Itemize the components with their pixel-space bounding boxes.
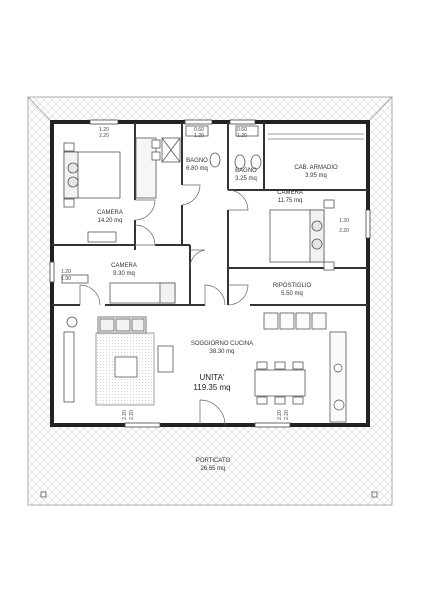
svg-text:2.20: 2.20 (99, 133, 109, 139)
window-tag-south-left: 2.20 2.20 (122, 410, 135, 420)
porch-corner-marker-left (40, 491, 47, 498)
bed-camera-3 (61, 274, 176, 304)
svg-text:1.90: 1.90 (61, 276, 71, 282)
bed-camera-2 (269, 199, 335, 271)
room-area-camera-1: 14.20 mq (97, 218, 122, 224)
sofa (97, 316, 147, 334)
svg-text:2.20: 2.20 (122, 410, 128, 420)
bathroom-1-fixtures (151, 125, 221, 168)
bed-camera-1 (63, 142, 121, 208)
svg-text:1.20: 1.20 (194, 133, 204, 139)
room-area-cab-armadio: 3.95 mq (305, 173, 327, 179)
window-tag-west: 1.20 1.90 (61, 269, 71, 282)
porch-corner-marker-right (371, 491, 378, 498)
room-name-ripostiglio: RIPOSTIGLIO (273, 283, 312, 289)
window-tag-bagno-2-top: 0.60 1.20 (237, 127, 247, 139)
closet-shelves (268, 133, 364, 140)
room-name-camera-1: CAMERA (97, 210, 123, 216)
room-area-camera-2: 11.75 mq (278, 198, 303, 204)
tv-cabinet (63, 331, 75, 403)
porch-name: PORTICATO (196, 458, 231, 464)
svg-text:2.20: 2.20 (339, 228, 349, 234)
svg-text:1.20: 1.20 (237, 133, 247, 139)
room-name-camera-3: CAMERA (111, 263, 137, 269)
porch-area: 26.65 mq (200, 466, 225, 472)
storage-shelves (263, 312, 327, 330)
room-area-bagno-1: 6.80 mq (186, 166, 208, 172)
unit-label: UNITA' (200, 373, 225, 382)
room-name-soggiorno: SOGGIORNO CUCINA (191, 341, 253, 347)
exterior-walls (50, 120, 370, 427)
unit-area: 119.35 mq (193, 383, 230, 392)
window-tag-south-right: 2.20 2.20 (277, 410, 290, 420)
window-tag-east: 1.20 2.20 (339, 218, 349, 234)
window-tag-bagno-1-top: 0.60 1.20 (194, 127, 204, 139)
door-swings (79, 184, 249, 426)
desk-camera-1 (87, 231, 117, 243)
interior-walls (52, 122, 368, 306)
svg-text:1.20: 1.20 (339, 218, 349, 224)
room-area-bagno-2: 3.25 mq (235, 176, 257, 182)
dining-set (254, 361, 306, 405)
svg-text:0.60: 0.60 (194, 127, 204, 133)
windows (49, 119, 371, 428)
bathroom-2-fixtures (234, 125, 262, 170)
room-name-cab-armadio: CAB. ARMADIO (294, 165, 338, 171)
room-area-ripostiglio: 5.50 mq (281, 291, 303, 297)
wardrobe-camera-1 (135, 137, 157, 199)
svg-text:0.60: 0.60 (237, 127, 247, 133)
room-area-camera-3: 9.30 mq (113, 271, 135, 277)
svg-text:2.20: 2.20 (129, 410, 135, 420)
armchair (157, 345, 174, 373)
plant (66, 316, 78, 328)
svg-text:2.20: 2.20 (277, 410, 283, 420)
svg-text:1.20: 1.20 (99, 127, 109, 133)
room-name-camera-2: CAMERA (277, 190, 303, 196)
room-area-soggiorno: 38.30 mq (209, 349, 234, 355)
room-name-bagno-2: BAGNO (235, 168, 257, 174)
sink (333, 399, 345, 411)
room-name-bagno-1: BAGNO (186, 158, 208, 164)
window-tag-camera-top: 1.20 2.20 (99, 127, 109, 139)
hob (333, 363, 343, 373)
kitchen-counter (329, 331, 347, 423)
svg-text:2.20: 2.20 (284, 410, 290, 420)
svg-text:1.20: 1.20 (61, 269, 71, 275)
coffee-table (114, 356, 138, 378)
